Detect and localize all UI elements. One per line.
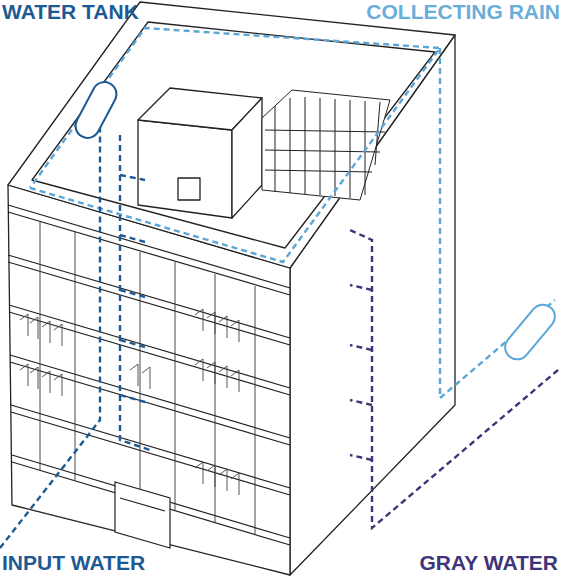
entrance-door	[115, 482, 170, 548]
roof	[8, 2, 455, 268]
parapet	[32, 22, 435, 248]
rain-tank	[500, 300, 560, 364]
stair-house	[138, 88, 262, 218]
input-water-line	[0, 120, 150, 548]
solar-panels	[262, 90, 390, 200]
rain-collection-line	[30, 28, 555, 398]
gray-water-line	[350, 230, 558, 528]
callout-label: WATER TANK	[2, 0, 139, 24]
water-tank	[71, 78, 120, 142]
callout-label: COLLECTING RAIN	[366, 0, 560, 24]
callout-label: INPUT WATER	[2, 551, 145, 575]
callout-label: GRAY WATER	[420, 551, 558, 575]
window-grid	[20, 222, 255, 534]
